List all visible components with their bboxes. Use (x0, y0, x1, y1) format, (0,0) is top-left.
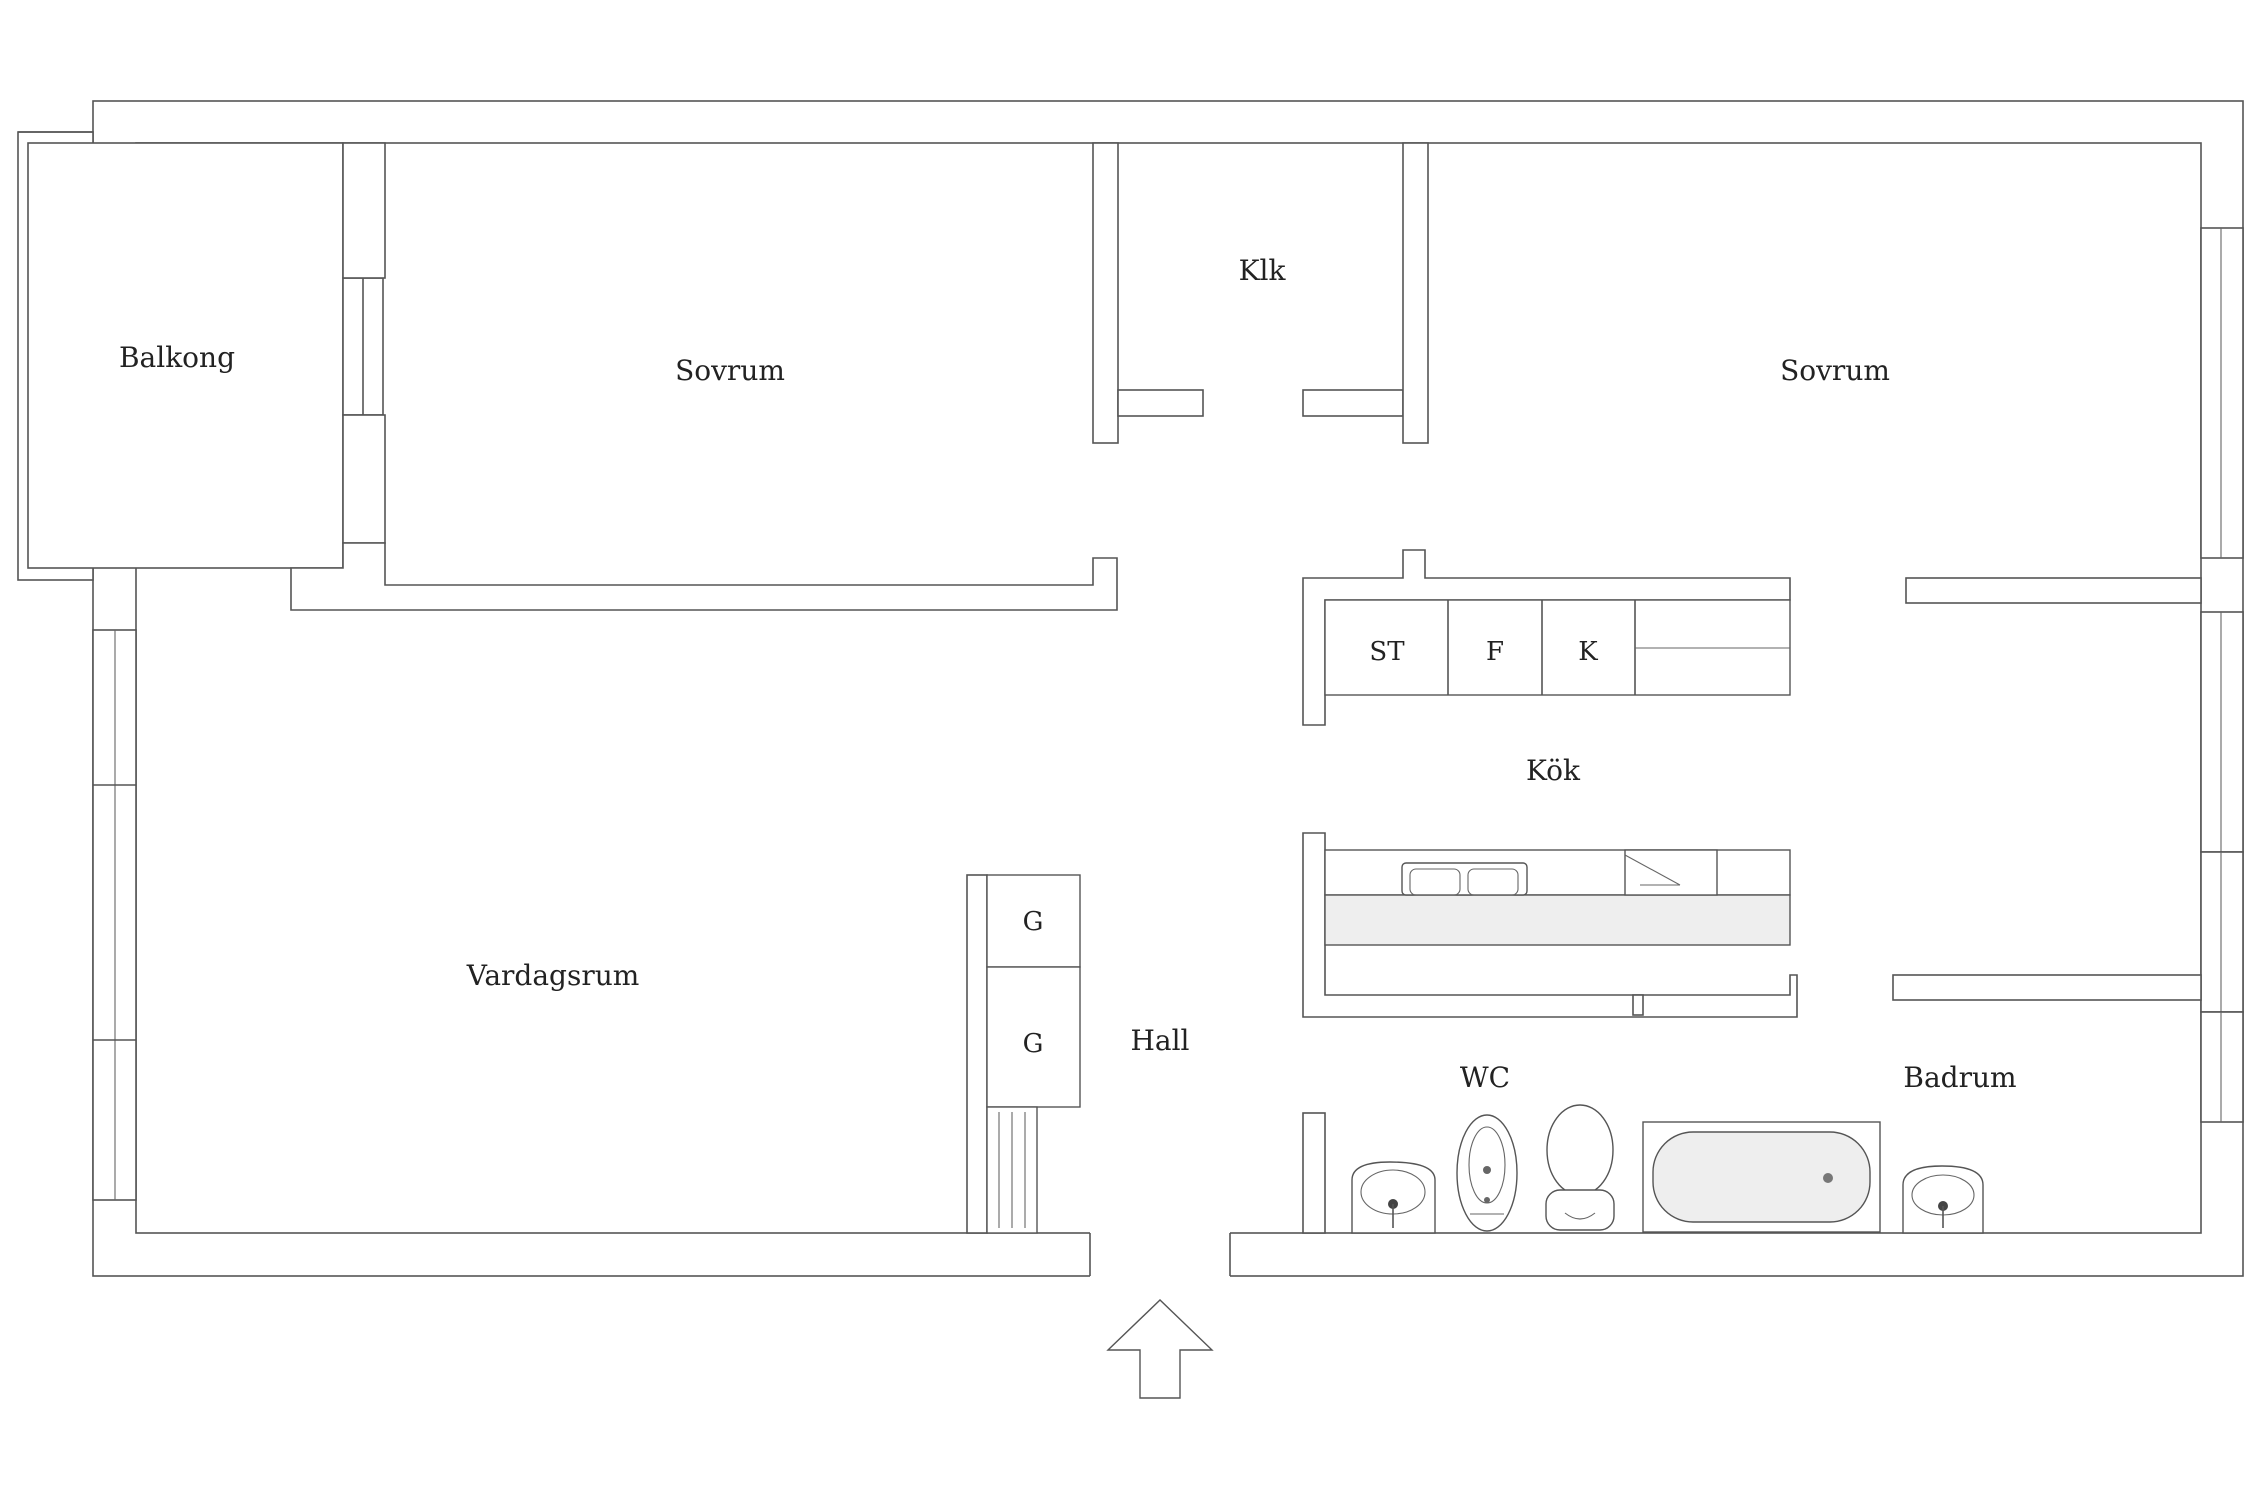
wardrobe-2 (986, 966, 1081, 1108)
freezer-label: K (1578, 637, 1598, 667)
outer-walls (92, 100, 2244, 1280)
dishwasher-icon (1624, 849, 1718, 896)
windows-right (2200, 227, 2244, 1123)
balcony (17, 131, 384, 581)
kitchen-lower-counter (1324, 849, 1791, 946)
stove-label: ST (1369, 637, 1405, 667)
room-label-klk: Klk (1239, 254, 1287, 287)
kitchen-sink-icon (1401, 862, 1528, 896)
wardrobe-1 (986, 874, 1081, 968)
room-labels: Balkong Sovrum Klk Sovrum Kök Vardagsrum… (119, 254, 2017, 1094)
toilet-icon (1545, 1104, 1615, 1231)
interior-walls (290, 142, 2202, 1234)
entrance-arrow-icon (1106, 1299, 1214, 1399)
room-label-hall: Hall (1130, 1024, 1189, 1057)
fridge-label: F (1486, 637, 1504, 667)
room-label-wc: WC (1460, 1061, 1510, 1094)
bidet-icon (1456, 1114, 1518, 1232)
room-label-kok: Kök (1526, 754, 1581, 787)
bathtub-icon (1642, 1121, 1881, 1233)
room-label-badrum: Badrum (1903, 1061, 2016, 1094)
room-label-sovrum-left: Sovrum (675, 354, 785, 387)
wc-basin-icon (1351, 1161, 1436, 1234)
room-label-vardagsrum: Vardagsrum (466, 959, 640, 992)
wardrobe-1-label: G (1023, 907, 1044, 937)
kitchen-upper-counter: ST F K (1324, 599, 1791, 696)
bathroom-fixtures (1351, 1104, 1984, 1234)
wardrobes: G G (986, 874, 1081, 1234)
room-label-balkong: Balkong (119, 341, 235, 374)
bath-basin-icon (1902, 1165, 1984, 1234)
wardrobe-2-label: G (1023, 1029, 1044, 1059)
windows-left (92, 629, 137, 1201)
room-label-sovrum-right: Sovrum (1780, 354, 1890, 387)
